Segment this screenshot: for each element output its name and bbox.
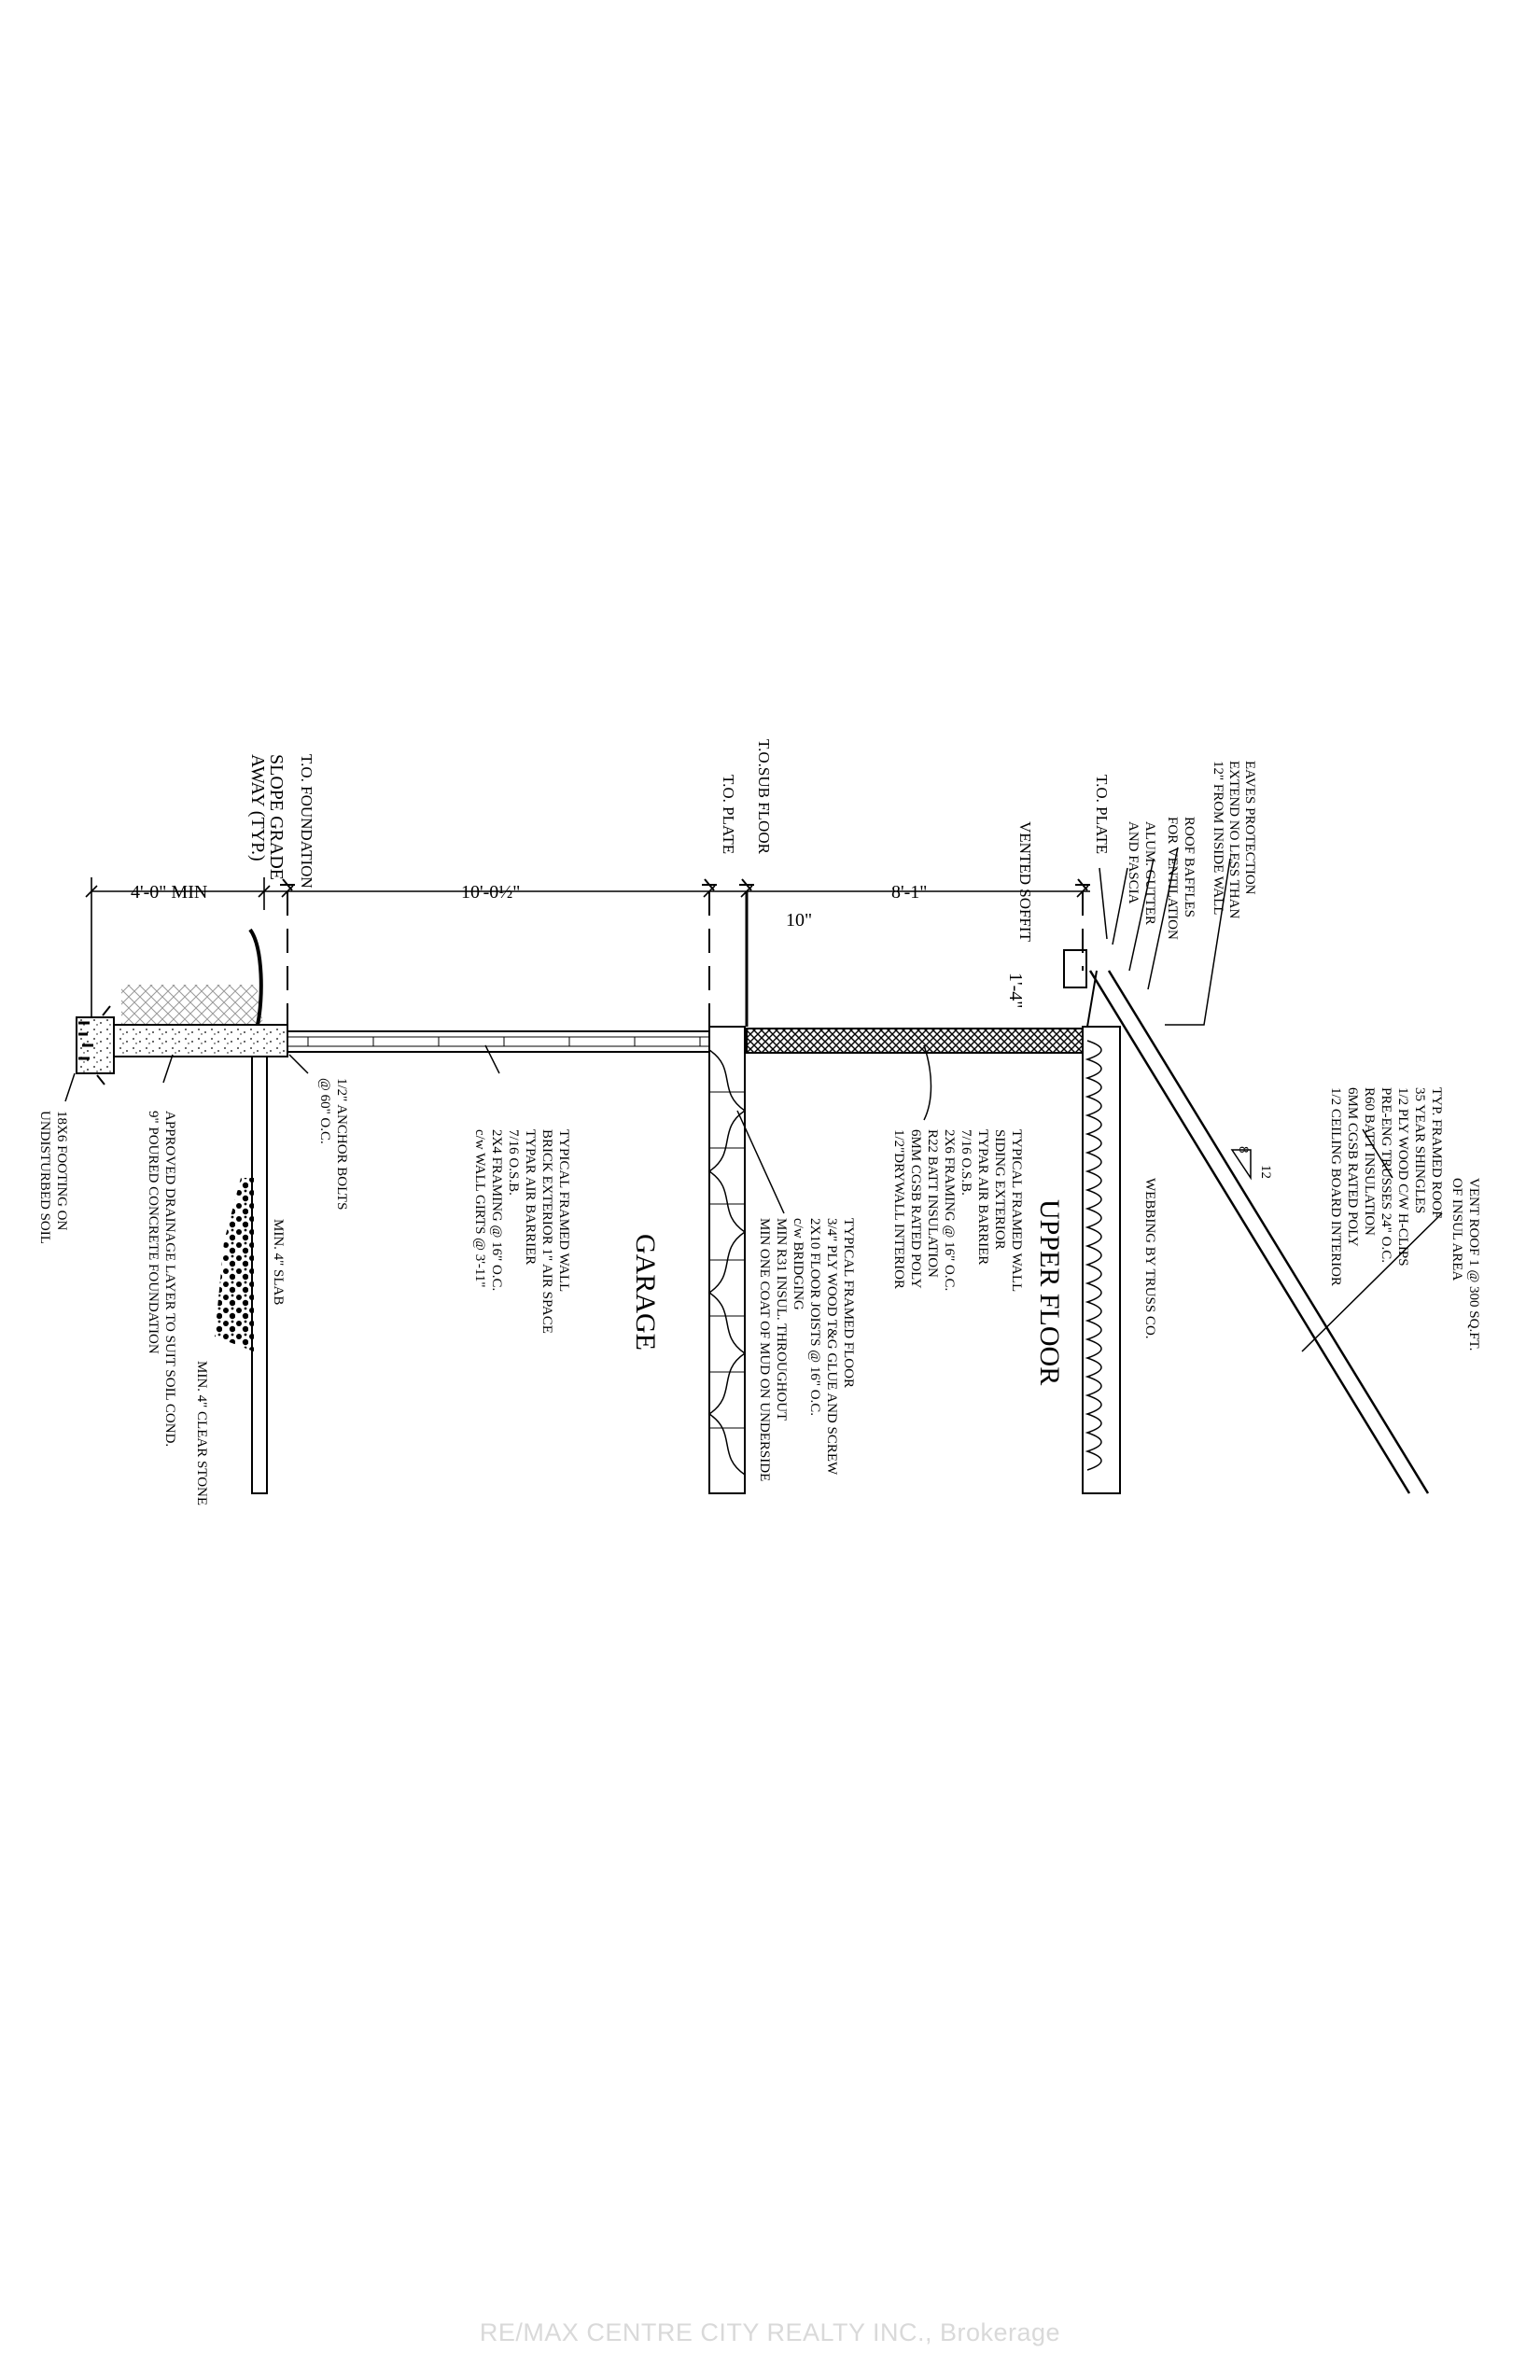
brokerage-watermark: RE/MAX CENTRE CITY REALTY INC., Brokerag…: [479, 2318, 1061, 2346]
svg-text:APPROVED DRAINAGE LAYER TO SUI: APPROVED DRAINAGE LAYER TO SUIT SOIL CON…: [162, 1111, 177, 1447]
slope-ratio: 8 12: [1236, 1146, 1273, 1179]
ceiling-insulation: [1082, 1026, 1121, 1494]
upper-wall: [746, 1028, 1084, 1054]
svg-text:ROOF BAFFLES: ROOF BAFFLES: [1182, 817, 1197, 917]
datum-plate-upper: T.O. PLATE: [1093, 775, 1111, 854]
upper-wall-notes: TYPICAL FRAMED WALL SIDING EXTERIOR TYPA…: [891, 1129, 1024, 1292]
dim-1-4: 1'-4": [1005, 973, 1026, 1008]
anchor-notes: 1/2" ANCHOR BOLTS @ 60" O.C.: [317, 1078, 349, 1210]
svg-text:TYPICAL FRAMED WALL: TYPICAL FRAMED WALL: [556, 1129, 571, 1292]
webbing-note: WEBBING BY TRUSS CO.: [1142, 1178, 1157, 1339]
svg-text:35 YEAR SHINGLES: 35 YEAR SHINGLES: [1412, 1087, 1427, 1213]
svg-text:TYPAR AIR BARRIER: TYPAR AIR BARRIER: [975, 1129, 990, 1265]
svg-text:UNDISTURBED SOIL: UNDISTURBED SOIL: [37, 1111, 52, 1244]
svg-text:PRE-ENG TRUSSES 24" O.C.: PRE-ENG TRUSSES 24" O.C.: [1379, 1087, 1393, 1263]
svg-text:1/2"DRYWALL INTERIOR: 1/2"DRYWALL INTERIOR: [891, 1129, 906, 1289]
svg-text:7/16 O.S.B.: 7/16 O.S.B.: [506, 1129, 521, 1196]
svg-text:2X4 FRAMING @ 16" O.C.: 2X4 FRAMING @ 16" O.C.: [489, 1129, 504, 1291]
svg-text:VENT ROOF 1 @ 300 SQ.FT.: VENT ROOF 1 @ 300 SQ.FT.: [1466, 1178, 1481, 1351]
svg-text:SIDING EXTERIOR: SIDING EXTERIOR: [992, 1129, 1007, 1250]
garage-wall-notes: TYPICAL FRAMED WALL BRICK EXTERIOR 1" AI…: [472, 1129, 571, 1334]
svg-text:7/16 O.S.B.: 7/16 O.S.B.: [959, 1129, 973, 1196]
datum-slope-1: SLOPE GRADE: [266, 754, 287, 880]
svg-text:1/2" ANCHOR BOLTS: 1/2" ANCHOR BOLTS: [334, 1078, 349, 1210]
svg-text:6MM CGSB RATED POLY: 6MM CGSB RATED POLY: [1345, 1087, 1360, 1247]
datum-labels: T.O. FOUNDATION SLOPE GRADE AWAY (TYP.) …: [247, 739, 1111, 943]
dim-8-1: 8'-1": [891, 882, 927, 903]
svg-text:EAVES PROTECTION: EAVES PROTECTION: [1242, 761, 1257, 895]
svg-text:TYPICAL FRAMED FLOOR: TYPICAL FRAMED FLOOR: [841, 1218, 856, 1388]
garage-wall: [287, 1030, 710, 1053]
svg-text:MIN ONE COAT OF MUD ON UNDERSI: MIN ONE COAT OF MUD ON UNDERSIDE: [757, 1218, 772, 1481]
floor-system: [707, 1026, 747, 1494]
datum-subfloor: T.O.SUB FLOOR: [755, 739, 773, 855]
dim-10-0: 10'-0½": [461, 882, 520, 903]
leader-lines: [64, 847, 1443, 1352]
svg-text:6MM CGSB RATED POLY: 6MM CGSB RATED POLY: [908, 1129, 923, 1289]
svg-text:TYP. FRAMED ROOF: TYP. FRAMED ROOF: [1429, 1087, 1444, 1218]
svg-text:2X6 FRAMING @ 16" O.C.: 2X6 FRAMING @ 16" O.C.: [942, 1129, 957, 1291]
svg-text:TYPAR AIR BARRIER: TYPAR AIR BARRIER: [523, 1129, 538, 1265]
svg-text:12" FROM INSIDE WALL: 12" FROM INSIDE WALL: [1211, 761, 1225, 915]
svg-text:c/w BRIDGING: c/w BRIDGING: [791, 1218, 805, 1310]
eaves-notes: EAVES PROTECTION EXTEND NO LESS THAN 12"…: [1211, 761, 1257, 918]
svg-text:TYPICAL FRAMED WALL: TYPICAL FRAMED WALL: [1009, 1129, 1024, 1292]
svg-text:@ 60" O.C.: @ 60" O.C.: [317, 1078, 332, 1144]
svg-text:EXTEND NO LESS THAN: EXTEND NO LESS THAN: [1226, 761, 1241, 918]
garage-label: GARAGE: [630, 1234, 661, 1351]
datum-foundation: T.O. FOUNDATION: [298, 754, 315, 889]
svg-text:9" POURED CONCRETE FOUNDATION: 9" POURED CONCRETE FOUNDATION: [146, 1111, 161, 1354]
datum-plate-lower: T.O. PLATE: [720, 775, 737, 854]
drainage-notes: APPROVED DRAINAGE LAYER TO SUIT SOIL CON…: [146, 1111, 177, 1447]
svg-text:AND FASCIA: AND FASCIA: [1126, 821, 1141, 904]
svg-text:1/2 PLY WOOD C/W H-CLIPS: 1/2 PLY WOOD C/W H-CLIPS: [1395, 1087, 1410, 1267]
svg-text:ALUM. GUTTER: ALUM. GUTTER: [1142, 821, 1157, 925]
svg-text:1/2 CEILING BOARD INTERIOR: 1/2 CEILING BOARD INTERIOR: [1328, 1087, 1343, 1286]
datum-soffit: VENTED SOFFIT: [1016, 821, 1034, 943]
svg-text:2X10 FLOOR JOISTS @ 16" O.C.: 2X10 FLOOR JOISTS @ 16" O.C.: [807, 1218, 822, 1416]
baffle-notes: ROOF BAFFLES FOR VENTILATION: [1165, 817, 1197, 940]
svg-text:8: 8: [1236, 1146, 1251, 1154]
upper-floor-label: UPPER FLOOR: [1034, 1199, 1065, 1385]
svg-text:MIN R31 INSUL. THROUGHOUT: MIN R31 INSUL. THROUGHOUT: [774, 1218, 789, 1421]
svg-text:OF INSUL AREA: OF INSUL AREA: [1449, 1178, 1464, 1281]
svg-text:R22 BATT INSULATION: R22 BATT INSULATION: [925, 1129, 940, 1278]
dim-10in: 10": [786, 910, 812, 931]
footing: [76, 1005, 115, 1085]
svg-text:3/4" PLY WOOD T&G GLUE AND SCR: 3/4" PLY WOOD T&G GLUE AND SCREW: [824, 1218, 839, 1476]
clear-stone: [215, 1178, 254, 1351]
dim-4-0: 4'-0" MIN: [131, 882, 207, 903]
dimension-labels: 4'-0" MIN 10'-0½" 10" 8'-1" 1'-4": [131, 882, 1026, 1008]
floor-notes: TYPICAL FRAMED FLOOR 3/4" PLY WOOD T&G G…: [757, 1218, 856, 1481]
svg-text:R60 BATT INSULATION: R60 BATT INSULATION: [1362, 1087, 1377, 1236]
dimension-line: [85, 877, 1090, 1017]
svg-text:FOR VENTILATION: FOR VENTILATION: [1165, 817, 1180, 940]
gutter-notes: ALUM. GUTTER AND FASCIA: [1126, 821, 1157, 925]
roof-truss: [1063, 949, 1430, 1494]
vent-notes: VENT ROOF 1 @ 300 SQ.FT. OF INSUL AREA: [1449, 1178, 1481, 1351]
footing-notes: 18X6 FOOTING ON UNDISTURBED SOIL: [37, 1111, 69, 1244]
datum-lines: [280, 878, 1090, 1034]
slope-triangle: [1230, 1149, 1252, 1181]
slab-note: MIN. 4" SLAB: [271, 1219, 286, 1305]
stone-note: MIN. 4" CLEAR STONE: [194, 1361, 209, 1505]
svg-text:18X6 FOOTING ON: 18X6 FOOTING ON: [54, 1111, 69, 1230]
datum-slope-2: AWAY (TYP.): [247, 754, 268, 861]
svg-text:BRICK EXTERIOR 1" AIR SPACE: BRICK EXTERIOR 1" AIR SPACE: [539, 1129, 554, 1334]
svg-text:12: 12: [1258, 1165, 1273, 1179]
svg-text:c/w WALL GIRTS @ 3'-11": c/w WALL GIRTS @ 3'-11": [472, 1129, 487, 1288]
roof-notes: TYP. FRAMED ROOF 35 YEAR SHINGLES 1/2 PL…: [1328, 1087, 1444, 1286]
grade-hatch: [121, 928, 263, 1026]
